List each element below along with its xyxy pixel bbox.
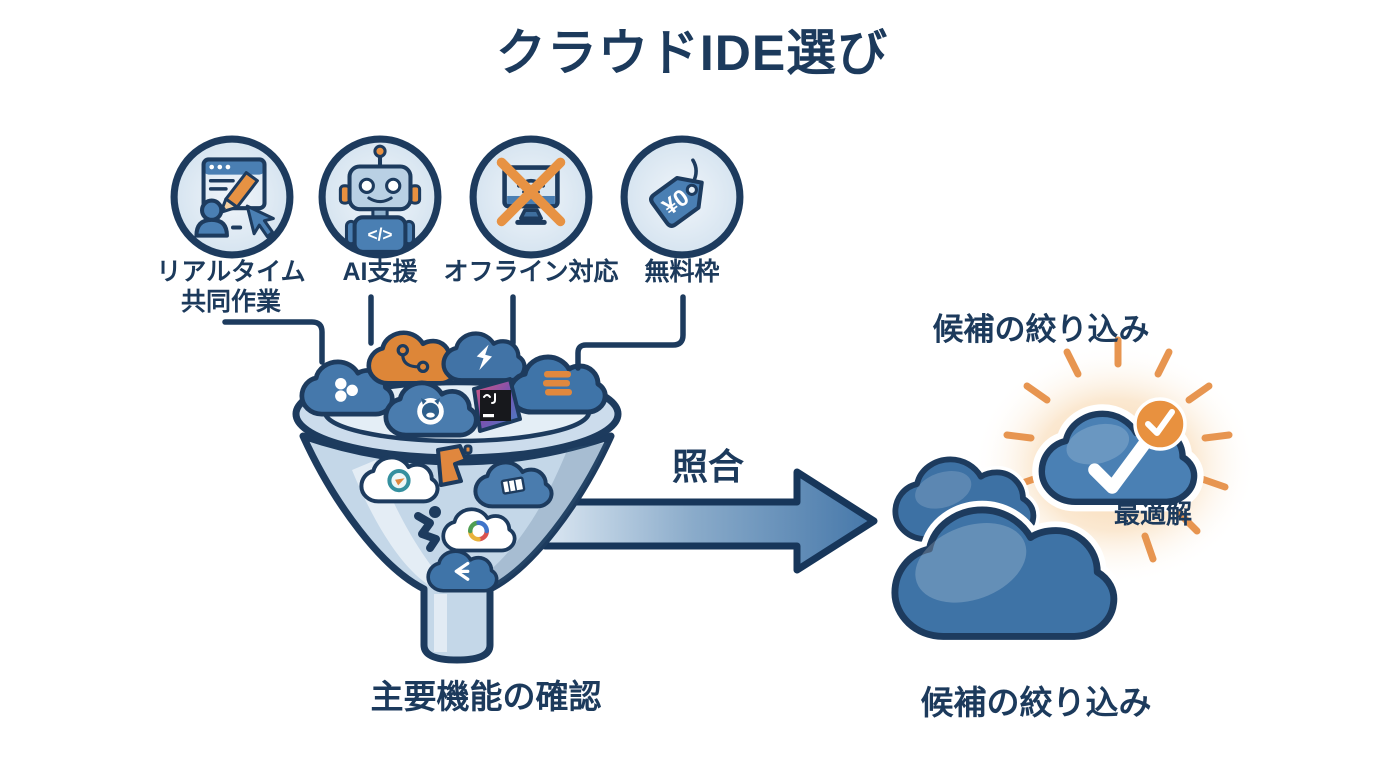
candidate-cloud-back (895, 459, 1033, 539)
ide-cloud-github (386, 383, 476, 435)
check-badge (1133, 397, 1187, 451)
ide-cloud-color-ring (441, 507, 517, 553)
candidate-cloud-front (895, 509, 1114, 637)
crossed-out-x (496, 157, 566, 227)
page-title: クラウドIDE選び (495, 25, 889, 81)
ide-cloud-notebook (475, 462, 551, 506)
best-choice-label: 最適解 (1113, 499, 1193, 529)
pencil-glyph (219, 171, 259, 214)
connector-free (575, 294, 686, 371)
result-group (895, 336, 1257, 637)
criterion-label-ai: AI支援 (342, 258, 418, 286)
funnel-shade-right (468, 443, 607, 589)
check-mark (1088, 437, 1151, 494)
ide-boot-shape (436, 444, 473, 487)
ai-assist-robot-icon: </> (316, 133, 444, 261)
code-glyph: </> (368, 225, 393, 245)
person-glyph (194, 198, 229, 238)
ide-cloud-teal-ring (361, 457, 437, 501)
connector-collaboration (222, 319, 325, 365)
criterion-label-collaboration: リアルタイム 共同作業 (156, 258, 306, 316)
free-tier-price-tag-icon: ¥0 (618, 133, 746, 261)
ide-candidate-clouds (302, 333, 605, 593)
arrow-label: 照合 (671, 446, 745, 487)
funnel-caption: 主要機能の確認 (370, 678, 602, 715)
ide-figure-shape (414, 506, 441, 552)
cursor-glyph (245, 204, 275, 239)
offline-crossed-monitor-icon (467, 133, 595, 261)
ide-cloud-chevron (426, 549, 499, 593)
ide-cloud-stack (510, 357, 605, 412)
realtime-collaboration-icon (168, 133, 296, 261)
funnel-stem-highlight (434, 594, 447, 652)
ide-box-jetbrains (472, 377, 522, 433)
criterion-label-offline: オフライン対応 (443, 258, 619, 286)
ide-cloud-flash (444, 334, 525, 381)
result-caption-bottom: 候補の絞り込み (920, 684, 1152, 721)
ide-cloud-clover (302, 362, 392, 414)
match-arrow (541, 468, 878, 574)
criterion-label-free: 無料枠 (644, 258, 720, 286)
result-caption-top: 候補の絞り込み (932, 312, 1150, 347)
ide-cloud-git (369, 333, 457, 384)
connector-lines (222, 294, 686, 371)
best-choice-cloud (1042, 414, 1194, 502)
